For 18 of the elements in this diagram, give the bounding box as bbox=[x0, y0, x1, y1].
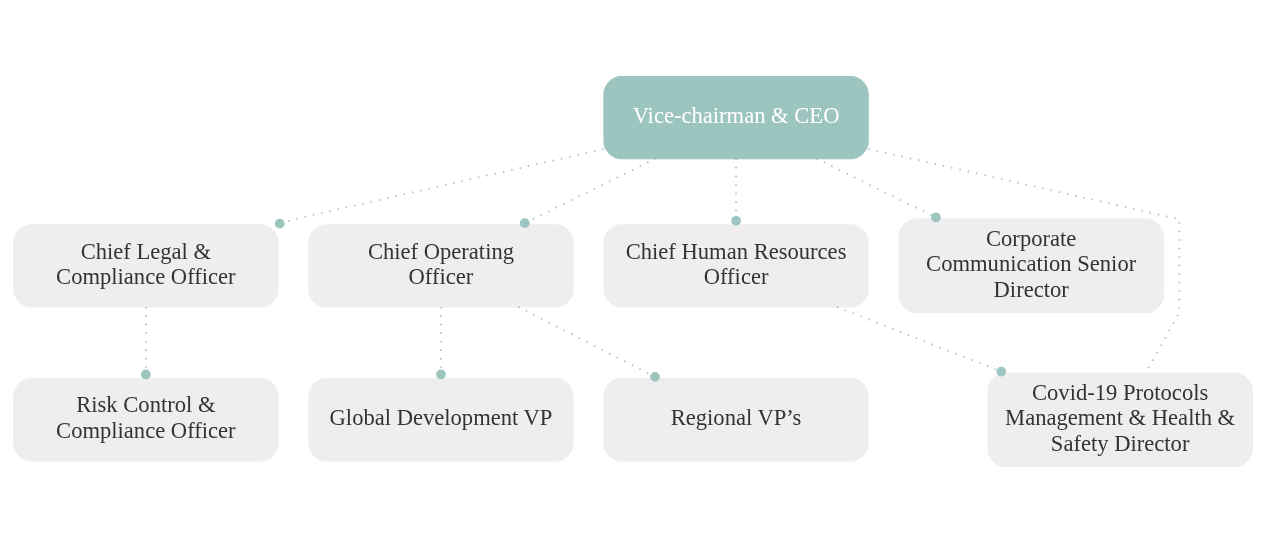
node-box: Regional VP’s bbox=[603, 377, 869, 461]
connector bbox=[519, 157, 657, 228]
connector bbox=[867, 147, 1181, 374]
connector bbox=[815, 157, 941, 222]
node-box: Chief Human Resources Officer bbox=[603, 223, 869, 307]
connector bbox=[517, 305, 660, 382]
connector bbox=[436, 305, 446, 379]
connector bbox=[274, 147, 605, 228]
connector bbox=[141, 305, 151, 379]
node-box: Global Development VP bbox=[308, 377, 574, 461]
node-box: Chief Legal & Compliance Officer bbox=[13, 223, 279, 307]
node-box: Chief Operating Officer bbox=[308, 223, 574, 307]
node-box: Corporate Communication Senior Director bbox=[898, 218, 1164, 313]
connector bbox=[731, 157, 741, 226]
node-box: Vice-chairman & CEO bbox=[603, 75, 869, 159]
connector bbox=[836, 305, 1007, 376]
node-box: Covid-19 Protocols Management & Health & Safety Director bbox=[987, 371, 1253, 467]
node-box: Risk Control & Compliance Officer bbox=[13, 377, 279, 461]
